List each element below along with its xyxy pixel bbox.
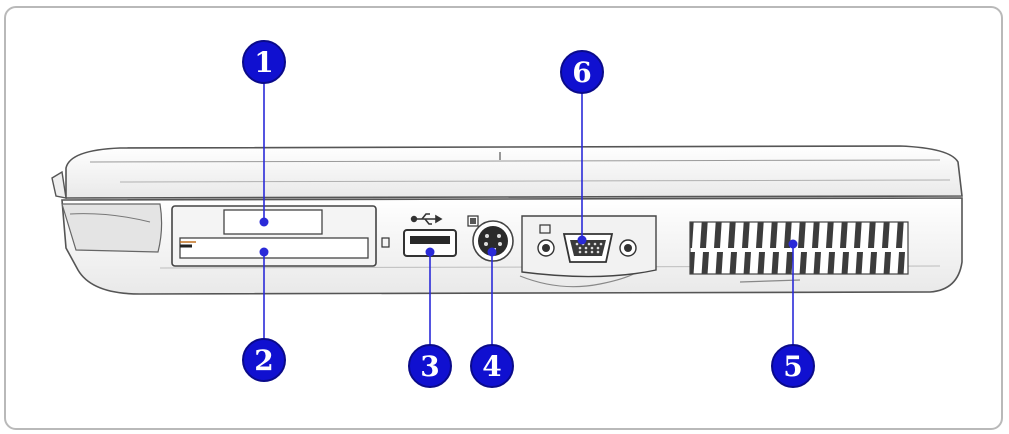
lid-seam-line — [119, 179, 951, 183]
callout-3-label: 3 — [420, 350, 439, 383]
callout-6-label: 6 — [572, 56, 591, 89]
lid-edge-line — [89, 159, 941, 163]
usb-port-tongue — [410, 236, 450, 244]
callout-4-label: 4 — [482, 350, 501, 383]
callout-1-label: 1 — [254, 46, 273, 79]
base-foot-line — [739, 279, 801, 283]
leader-dot-5 — [788, 239, 798, 249]
leader-dot-3 — [425, 247, 435, 257]
laptop-lid — [65, 145, 963, 199]
callout-6: 6 — [560, 50, 604, 94]
callout-3: 3 — [408, 344, 452, 388]
vga-port[interactable] — [562, 233, 614, 263]
leader-dot-4 — [487, 247, 497, 257]
hinge-tab — [51, 170, 67, 199]
base-foot-curve — [519, 269, 641, 288]
leader-lines — [263, 82, 794, 346]
callout-1: 1 — [242, 40, 286, 84]
leader-dot-6 — [577, 235, 587, 245]
vga-screw-right — [619, 239, 637, 257]
callout-5: 5 — [771, 344, 815, 388]
leader-dot-2 — [259, 247, 269, 257]
s-video-icon — [467, 215, 479, 227]
leader-dot-1 — [259, 217, 269, 227]
monitor-icon — [539, 224, 551, 234]
pc-card-slot-upper[interactable] — [223, 209, 323, 235]
callout-2: 2 — [242, 338, 286, 382]
callout-4: 4 — [470, 344, 514, 388]
callout-5-label: 5 — [783, 350, 802, 383]
ventilator — [689, 221, 909, 275]
kensington-lock-icon — [381, 237, 390, 248]
s-video-port[interactable] — [472, 220, 514, 262]
vga-screw-left — [537, 239, 555, 257]
usb-icon — [410, 213, 443, 225]
callout-2-label: 2 — [254, 344, 273, 377]
leader-dots — [259, 217, 798, 257]
front-curve — [69, 213, 151, 223]
front-bezel-shape — [61, 203, 163, 253]
pc-card-slot-lower[interactable] — [179, 237, 369, 259]
